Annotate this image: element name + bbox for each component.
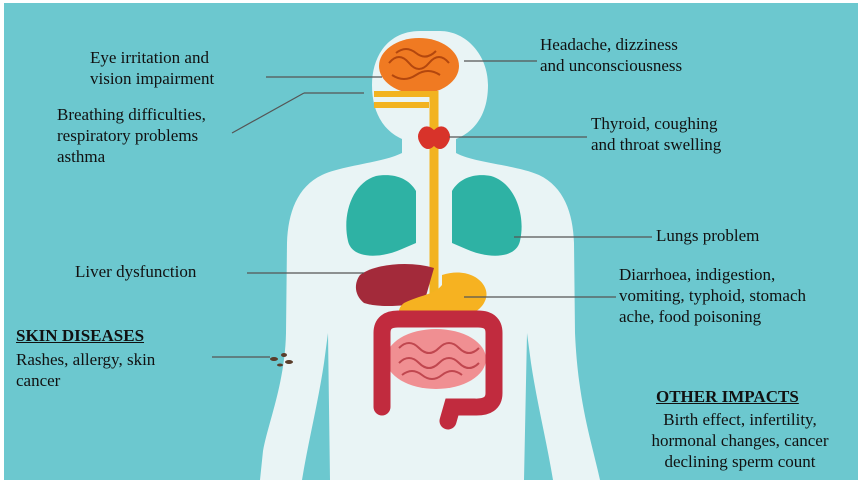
label-eye: Eye irritation and vision impairment [90,47,214,89]
label-thyroid: Thyroid, coughing and throat swelling [591,113,721,155]
other-impacts-text: Birth effect, infertility, hormonal chan… [624,409,856,472]
label-head: Headache, dizziness and unconsciousness [540,34,682,76]
label-lungs: Lungs problem [656,225,759,246]
label-breathing: Breathing difficulties, respiratory prob… [57,104,206,167]
other-impacts-heading: OTHER IMPACTS [656,387,799,407]
skin-diseases-heading: SKIN DISEASES [16,326,144,346]
diagram-canvas: Eye irritation and vision impairment Bre… [4,3,858,480]
label-liver: Liver dysfunction [75,261,196,282]
brain [379,38,459,94]
leader-breathing [232,93,304,133]
skin-diseases-text: Rashes, allergy, skin cancer [16,349,155,391]
label-digestive: Diarrhoea, indigestion, vomiting, typhoi… [619,264,806,327]
small-intestine [386,329,486,389]
